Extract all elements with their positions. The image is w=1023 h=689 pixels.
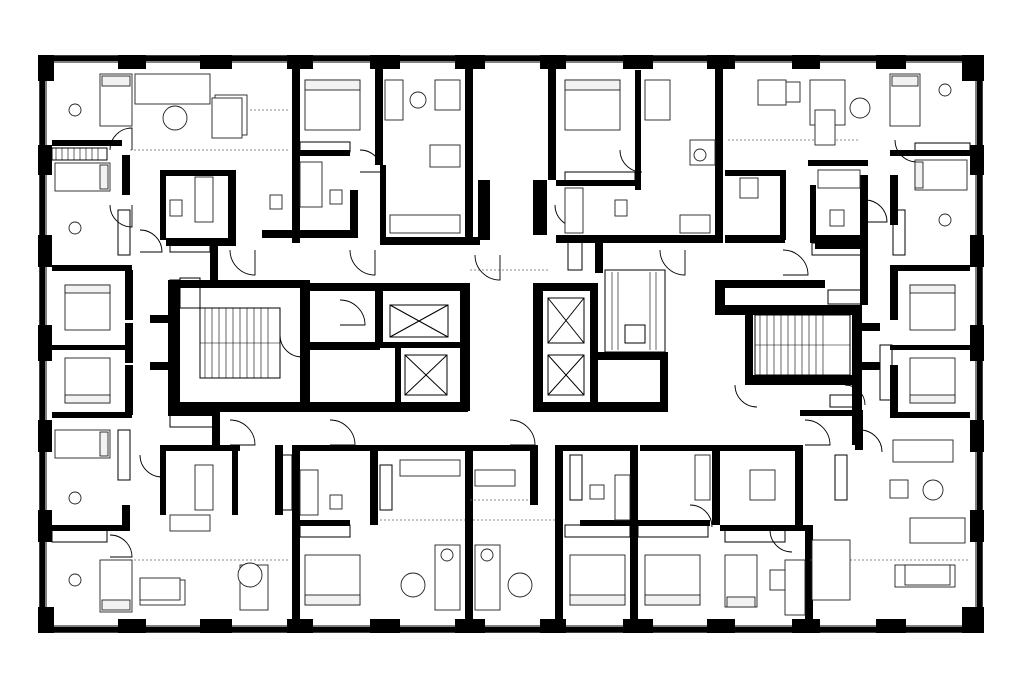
chairs [68,79,952,601]
room-lines [130,109,970,561]
elevator-right [547,297,585,396]
wardrobes [51,141,971,543]
central-core [125,269,880,445]
structural-columns [38,55,984,633]
doors [109,127,918,558]
stair-right [754,314,851,376]
stair-left [199,307,281,379]
wet-rooms [169,161,861,601]
elevator-left [389,304,449,396]
partitions [52,65,970,630]
beds [54,73,968,613]
